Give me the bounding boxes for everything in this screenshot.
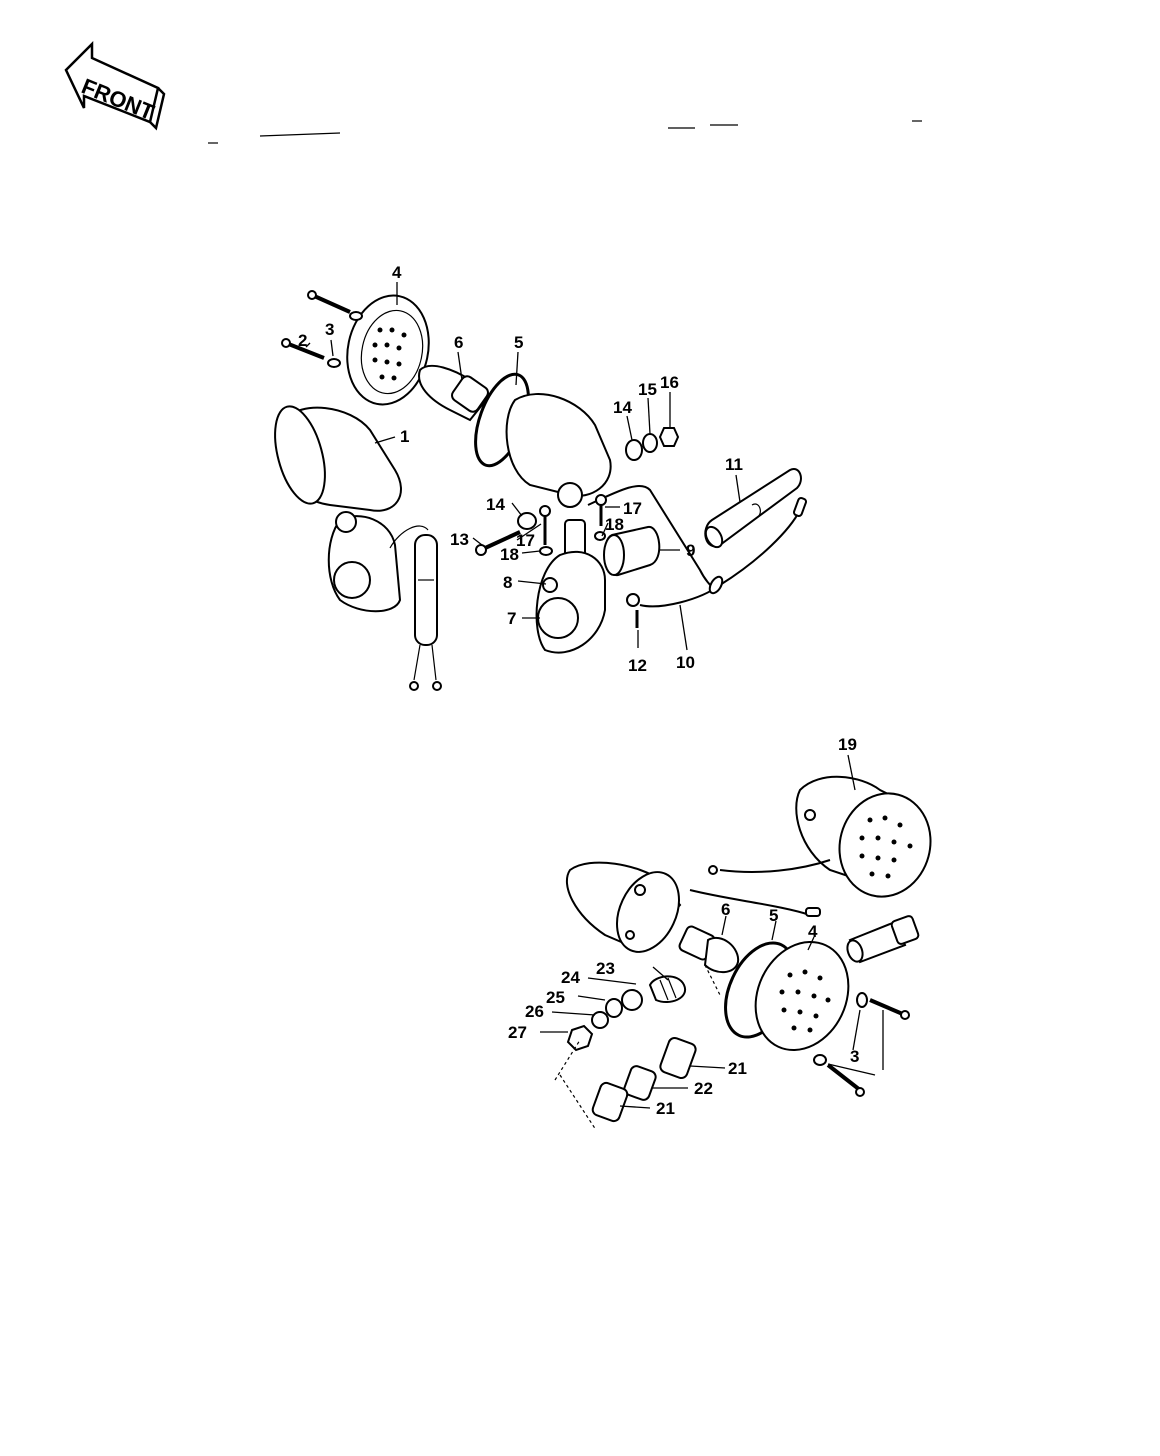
callout-5: 5 — [514, 333, 523, 352]
callout-12: 12 — [628, 656, 647, 675]
callout-26: 26 — [525, 1002, 544, 1021]
collar — [603, 526, 661, 577]
callout-17b: 17 — [623, 499, 642, 518]
scan-artifacts — [208, 120, 922, 144]
callout-4: 4 — [392, 263, 402, 282]
callout-6b: 6 — [721, 900, 730, 919]
rubber-tube — [704, 468, 802, 549]
callout-1: 1 — [400, 427, 409, 446]
callout-27: 27 — [508, 1023, 527, 1042]
callout-21a: 21 — [728, 1059, 747, 1078]
callout-4b: 4 — [808, 922, 818, 941]
callout-21b: 21 — [656, 1099, 675, 1118]
mounting-bracket — [535, 519, 606, 654]
screws-lower — [813, 992, 910, 1097]
callout-15: 15 — [638, 380, 657, 399]
screw-upper — [281, 290, 363, 368]
callout-9: 9 — [686, 541, 695, 560]
callout-18b: 18 — [605, 515, 624, 534]
washers-nut — [517, 427, 680, 530]
callout-22: 22 — [694, 1079, 713, 1098]
callout-17a: 17 — [516, 531, 535, 550]
callout-8: 8 — [503, 573, 512, 592]
group-outline — [554, 964, 721, 1131]
collars-lower — [591, 1036, 697, 1123]
callout-3: 3 — [325, 320, 334, 339]
ground-wire — [587, 485, 807, 608]
callout-11: 11 — [725, 455, 743, 474]
callout-25: 25 — [546, 988, 565, 1007]
callout-23: 23 — [596, 959, 615, 978]
callout-16: 16 — [660, 373, 679, 392]
turn-signal-lens-lower — [754, 940, 850, 1052]
turn-signal-housing-left — [274, 405, 442, 691]
leader-lines — [305, 282, 884, 1109]
callout-14a: 14 — [613, 398, 632, 417]
bulb-lower — [678, 925, 740, 974]
bulb-upper — [418, 364, 492, 422]
callout-2: 2 — [298, 331, 307, 350]
callout-13: 13 — [450, 530, 469, 549]
callout-10: 10 — [676, 653, 695, 672]
callout-18a: 18 — [500, 545, 519, 564]
callout-14b: 14 — [486, 495, 505, 514]
bolts — [475, 494, 639, 628]
spring-washers — [566, 975, 687, 1052]
callout-labels: 1 2 3 4 6 5 14 15 16 11 14 17 18 13 17 1… — [298, 263, 859, 1118]
turn-signal-housing-right — [505, 393, 612, 508]
callout-6: 6 — [454, 333, 463, 352]
callout-5b: 5 — [769, 906, 778, 925]
callout-7: 7 — [507, 609, 516, 628]
callout-3b: 3 — [850, 1047, 859, 1066]
turn-signal-assembly-19 — [708, 775, 932, 898]
callout-24: 24 — [561, 968, 580, 987]
front-arrow-icon: FRONT — [64, 40, 166, 131]
callout-19: 19 — [838, 735, 857, 754]
turn-signal-housing-lower — [565, 861, 821, 953]
turn-signal-lens-upper — [346, 294, 430, 406]
mounting-stud — [846, 915, 920, 964]
